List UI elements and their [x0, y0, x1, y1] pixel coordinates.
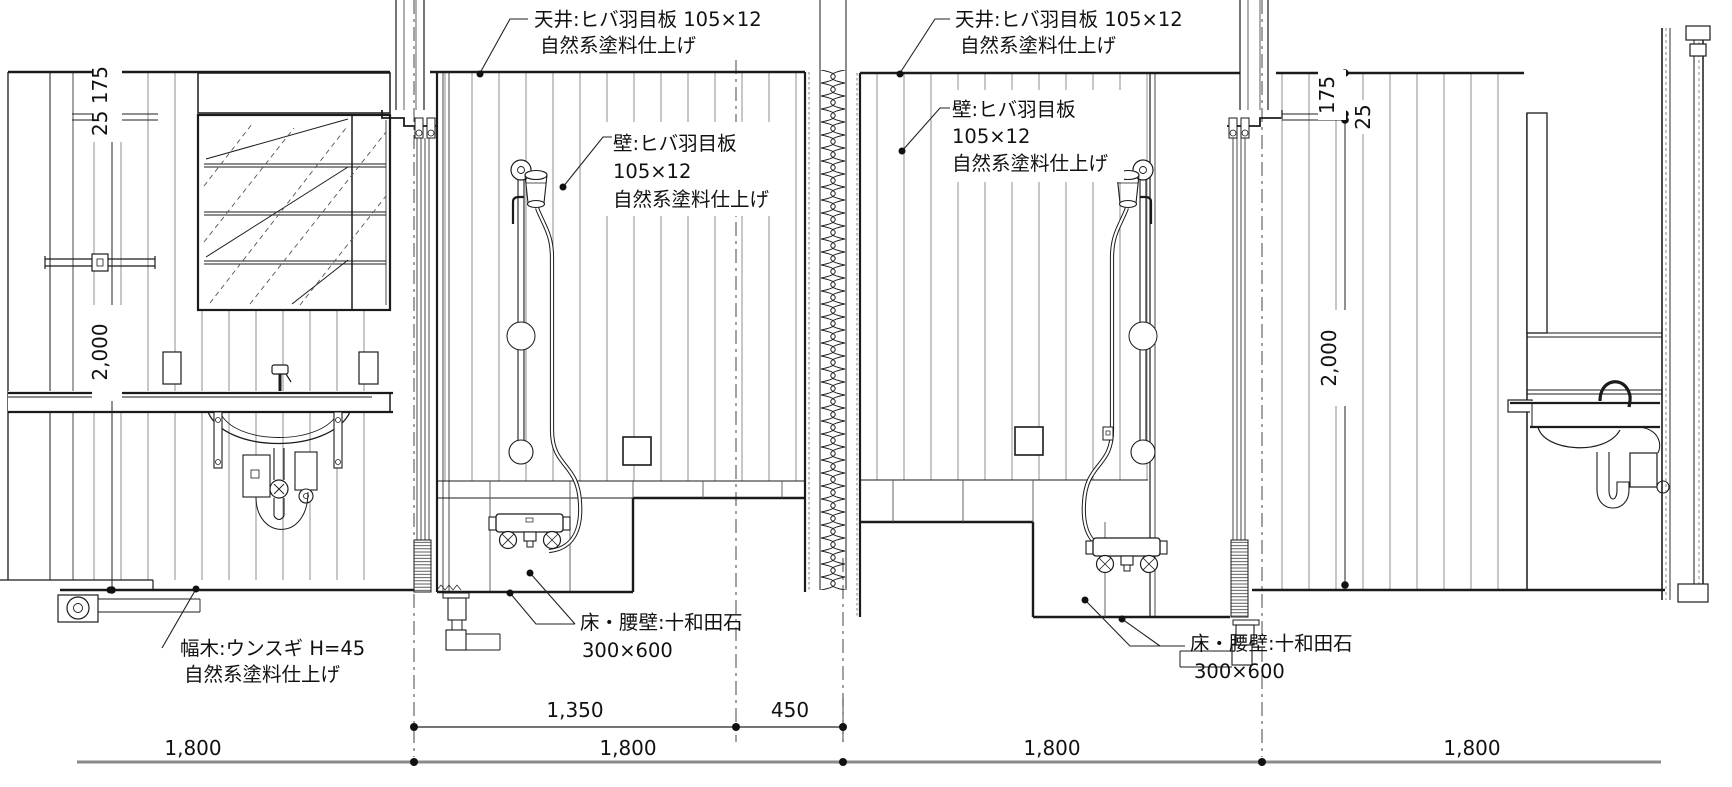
note-text: 105×12	[952, 125, 1030, 148]
note-text: 壁:ヒバ羽目板	[952, 98, 1076, 121]
switch-plate	[358, 351, 379, 385]
door-panel-edges	[1232, 138, 1246, 540]
note-text: 自然系塗料仕上げ	[540, 34, 697, 57]
stop-valve-box	[1629, 452, 1658, 488]
note-text: 300×600	[1194, 660, 1285, 683]
mirror-cabinet-side	[1526, 112, 1548, 334]
note-ceiling-right: 天井:ヒバ羽目板 105×12 自然系塗料仕上げ	[896, 8, 1183, 78]
vanity-side-section	[1507, 112, 1670, 590]
shower-mixer	[488, 513, 571, 550]
door-track-section	[413, 539, 432, 593]
sink-brackets	[213, 411, 343, 469]
note-text: 壁:ヒバ羽目板	[613, 132, 737, 155]
sliding-door-right	[1179, 0, 1283, 668]
panel-washroom-elevation	[0, 70, 414, 623]
dim-25-175-left: 25 175	[88, 66, 112, 136]
stone-waist-wall	[436, 480, 805, 594]
note-text: 自然系塗料仕上げ	[184, 663, 341, 686]
dim-2000-left: 2,000	[88, 323, 112, 380]
horizontal-dimension-lower: 1,800 1,800 1,800 1,800	[77, 736, 1661, 766]
dim-1800-4: 1,800	[1443, 736, 1500, 760]
vertical-dimension-right: 175 25 2,000	[1282, 69, 1382, 589]
note-wall-right: 壁:ヒバ羽目板 105×12 自然系塗料仕上げ	[898, 90, 1124, 182]
note-text: 105×12	[613, 160, 691, 183]
dim-2000-right: 2,000	[1317, 329, 1341, 386]
shower-lever	[511, 195, 524, 224]
dim-1800-2: 1,800	[599, 736, 656, 760]
stone-waist-wall	[860, 479, 1230, 619]
p-trap	[1596, 452, 1630, 509]
shower-slide-bar	[1128, 159, 1158, 465]
shower-mixer	[1085, 537, 1168, 574]
right-wall-section	[1661, 25, 1711, 603]
note-text: 自然系塗料仕上げ	[952, 152, 1109, 175]
sink-bowl-side	[1537, 426, 1621, 449]
note-text: 天井:ヒバ羽目板 105×12	[534, 8, 762, 31]
note-text: 自然系塗料仕上げ	[960, 34, 1117, 57]
note-wall-left: 壁:ヒバ羽目板 105×12 自然系塗料仕上げ	[559, 122, 778, 216]
mirror-glass-lines	[205, 118, 349, 305]
shower-drain-pipe	[442, 592, 501, 651]
dim-25-right: 25	[1351, 104, 1375, 129]
wall-niche	[1014, 426, 1044, 456]
shower-lever	[1140, 195, 1153, 224]
sink-trap	[242, 448, 318, 530]
left-wall-section	[7, 72, 74, 580]
note-floor-right: 床・腰壁:十和田石 300×600	[1081, 596, 1353, 683]
note-text: 天井:ヒバ羽目板 105×12	[955, 8, 1183, 31]
dim-1800-1: 1,800	[164, 736, 221, 760]
counter-faucet	[271, 364, 292, 391]
dim-1350: 1,350	[546, 698, 603, 722]
towel-bar	[44, 253, 156, 272]
note-text: 床・腰壁:十和田石	[580, 611, 743, 634]
door-track-section	[1230, 539, 1249, 618]
note-text: 床・腰壁:十和田石	[1190, 632, 1353, 655]
note-ceiling-left: 天井:ヒバ羽目板 105×12 自然系塗料仕上げ	[476, 8, 762, 78]
door-hanger-wheels	[1228, 117, 1250, 139]
shower-slide-bar	[506, 159, 536, 465]
sliding-door-left	[381, 0, 501, 651]
horizontal-dimension-upper: 1,350 450	[410, 698, 847, 742]
door-hanger-wheels	[414, 117, 436, 139]
wall-insulation	[820, 70, 846, 590]
mirror-cabinet	[196, 72, 392, 312]
panel-washroom-section	[1252, 25, 1711, 603]
switch-plate	[162, 351, 182, 385]
wall-niche	[622, 436, 652, 466]
center-wall-section	[803, 0, 862, 617]
note-text: 幅木:ウンスギ H=45	[180, 637, 365, 660]
counter-nose	[1507, 399, 1533, 413]
dim-1800-3: 1,800	[1023, 736, 1080, 760]
note-text: 自然系塗料仕上げ	[613, 188, 770, 211]
note-floor-left: 床・腰壁:十和田石 300×600	[506, 569, 743, 662]
vertical-dimension-left: 25 175 2,000	[72, 60, 158, 594]
faucet-side	[1598, 380, 1632, 408]
shower-drain-pipe	[1179, 619, 1260, 668]
note-text: 300×600	[582, 639, 673, 662]
annotations: 天井:ヒバ羽目板 105×12 自然系塗料仕上げ 壁:ヒバ羽目板 105×12 …	[106, 8, 1353, 686]
dim-175-right: 175	[1315, 76, 1339, 114]
shower-head	[511, 169, 548, 224]
vanity-counter	[8, 391, 393, 414]
dim-450: 450	[771, 698, 809, 722]
wall-paneling	[1276, 73, 1520, 590]
note-baseboard: 幅木:ウンスギ H=45 自然系塗料仕上げ	[106, 585, 365, 686]
door-panel-edges	[416, 138, 430, 540]
